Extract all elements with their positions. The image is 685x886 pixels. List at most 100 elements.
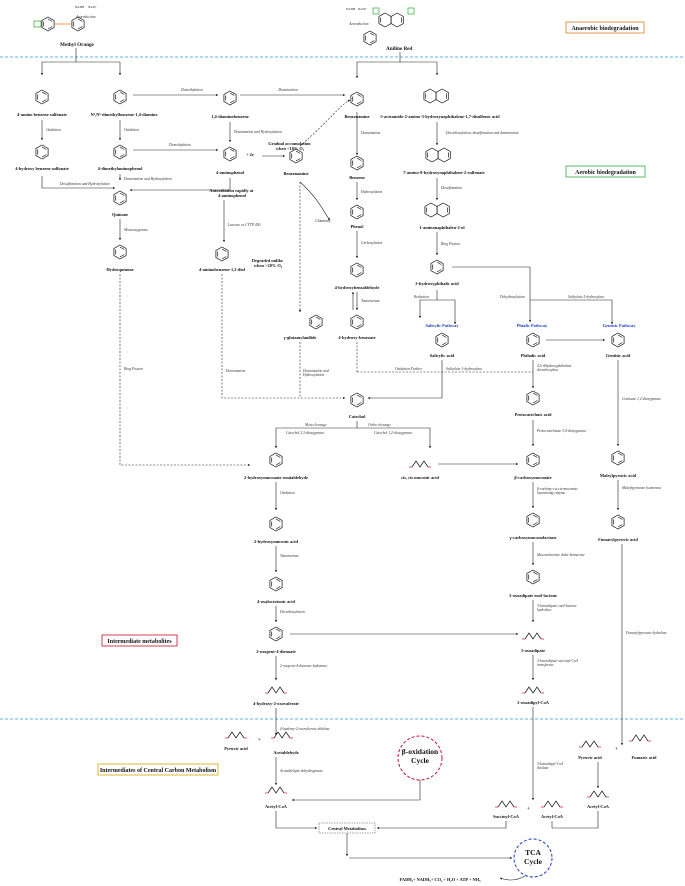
svg-text:Anaerobic biodegradation: Anaerobic biodegradation <box>571 26 639 32</box>
oxoadipate-enol-label: 3-oxoadipate enol-lactone <box>509 593 557 598</box>
hydroquinone-label: Hydroquinone <box>106 267 133 272</box>
oxoadipyl-coa-label: 3-oxoadipyl-CoA <box>517 700 550 705</box>
hydroquinone-structure <box>113 244 127 260</box>
methyl-orange-structure: NADH NAD+ Azoreduction <box>33 5 97 32</box>
fumarylpyruvic-label: Fumarylpyruvic acid <box>598 537 638 542</box>
pyruvic-right-label: Pyruvic acid <box>578 755 602 760</box>
benzene-structure <box>350 155 364 171</box>
hydroxymuconic-label: 2-hydroxymuconic acid <box>254 539 299 544</box>
aminobenzene-diol-structure <box>215 246 229 262</box>
amino-sulfonate-label: 7-amino-8-hydroxynaphthalene-2-sulfonate <box>403 170 484 175</box>
svg-text:NADH: NADH <box>75 5 85 9</box>
hydroxy-sulfonate-structure <box>35 144 49 160</box>
svg-text:Intermediates of Central Carbo: Intermediates of Central Carbon Metaboli… <box>100 768 216 774</box>
svg-text:Aerobic biodegradation: Aerobic biodegradation <box>575 170 636 176</box>
enzyme-tautomerase-2: Tautomerase <box>280 554 299 558</box>
aminonaphthalene-structure <box>424 202 450 218</box>
enzyme-glutamate: Glutamate <box>315 219 331 223</box>
svg-text:NAD+: NAD+ <box>358 7 367 11</box>
hydroxy-oxovalerate-label: 4-hydroxy-2-oxovalerate <box>253 701 299 706</box>
pathway-gentisic: Gentisic Pathway <box>603 323 637 328</box>
quinone-label: Quinone <box>112 212 128 217</box>
enzyme-desulfonation-hydroxylation: Desulfonation and Hydroxylation <box>59 182 110 186</box>
section-intermediate: Intermediate metabolites <box>101 634 178 647</box>
beta-oxidation-cycle: β-oxidation Cycle <box>397 735 443 781</box>
enzyme-dehydroxylation: Dehydroxylation <box>499 295 525 299</box>
svg-text:Central Metabolism: Central Metabolism <box>328 826 366 831</box>
enzyme-succinyl-transferase: 3-ketoadipate succinyl-CoA transferase <box>537 659 579 667</box>
enzyme-reduction: Reduction <box>413 295 429 299</box>
maleylpyruvic-structure <box>611 450 625 466</box>
enzyme-autoxidation: Autoxidation rapidly at 4-aminophenol <box>209 188 254 198</box>
oxalocrotonic-structure <box>269 576 283 592</box>
svg-text:TCA: TCA <box>525 848 541 857</box>
oxalocrotonic-label: 4-oxalocrotonic acid <box>257 599 295 604</box>
phthalic-structure <box>526 332 540 348</box>
naphthalene-acid-structure <box>423 88 449 104</box>
hydroxymuconate-semi-structure <box>269 452 283 468</box>
pyruvic-right-structure <box>578 740 602 748</box>
enzyme-oxidation-3: Oxidation <box>280 491 295 495</box>
enzyme-ring-fission-2: Ring Fission <box>123 367 143 371</box>
enzyme-salicylate-hydroxylase: Salicylate 5-hydroxylase <box>568 295 605 299</box>
fumaric-structure <box>628 734 652 742</box>
benzenamine-mid-structure <box>289 148 303 164</box>
pyruvic-left-label: Pyruvic acid <box>224 746 248 751</box>
enzyme-catechol-12: Catechol 1,2-dioxygenase <box>374 431 413 436</box>
enzyme-deamination-hydroxylation-1: Deamination and Hydroxylation <box>233 130 282 134</box>
enzyme-decarboxylation-chain: Decarboxylation, desulfonation and deami… <box>445 131 519 136</box>
hydroxy-oxovalerate-structure <box>264 686 288 694</box>
enzyme-decarboxylation: Decarboxylation <box>279 610 305 614</box>
glutamanilide-structure <box>309 314 323 330</box>
diaminobenzene-structure <box>223 90 237 106</box>
naphthalene-acid-label: 5-acetamido-2-amino-3-hydroxynaphthalene… <box>380 114 500 119</box>
maleylpyruvic-label: Maleylpyruvic acid <box>600 473 637 478</box>
carboxymuconate-label: β-carboxymuconate <box>514 475 551 480</box>
aniline-red-label: Aniline Red <box>386 46 412 52</box>
phenol-label: Phenol <box>351 224 365 229</box>
hydroxy-sulfonate-label: 4-hydroxy benzene sulfonate <box>15 166 69 171</box>
enzyme-monooxygenase: Monooxygenase <box>123 228 148 232</box>
enzyme-meta-cleavage: Meta cleavage <box>304 423 327 427</box>
hydroxybenzaldehyde-structure <box>350 262 364 278</box>
carboxymuconolactone-structure <box>526 512 540 528</box>
section-central: Intermediates of Central Carbon Metaboli… <box>97 763 219 776</box>
plus-sign-right: + <box>615 746 618 752</box>
enzyme-oxidation-further: Oxidation Further <box>395 367 423 371</box>
enzyme-laccase: Laccase or CYTP 450 <box>227 223 261 227</box>
carboxymuconate-structure <box>526 452 540 468</box>
cis-muconic-structure <box>408 460 432 468</box>
tca-cycle: TCA Cycle <box>513 838 553 878</box>
enzyme-acetaldehyde-dehydrogenase: Acetaldehyde dehydrogenase <box>279 769 323 773</box>
dimethylaminophenol-label: 4-dimethylaminophenol <box>98 166 143 171</box>
enzyme-deamination-3: Deamination <box>225 369 245 373</box>
glutamanilide-label: γ-glutamylanilide <box>283 335 317 340</box>
aminobenzene-sulfonate-label: 4-amino benzene sulfonate <box>17 112 67 117</box>
oxopent-structure <box>269 626 283 642</box>
acetyl-coa-right-label: Acetyl-CoA <box>587 804 610 809</box>
enzyme-deamination-hydroxylation-3: Deamination and Hydroxylation <box>302 369 330 377</box>
oxoadipate-label: 3-oxoadipate <box>521 648 545 653</box>
enzyme-muconolactone: Muconolactone delta-Isomerase <box>536 553 585 557</box>
methyl-orange-label: Methyl Orange <box>60 42 95 48</box>
enzyme-degraded: Degraded unlike when >20% O₂ <box>252 258 284 268</box>
svg-text:NADH: NADH <box>346 7 356 11</box>
tca-products-label: FADH₂+ NADH₂+ CO₂ + H₂O + ATP + NH₃ <box>400 877 482 882</box>
phenol-structure <box>350 204 364 220</box>
acetaldehyde-label: Acetaldehyde <box>273 750 298 755</box>
carboxymuconolactone-label: γ-carboxymuconolactone <box>509 535 557 540</box>
enzyme-fumarylpyruvate: Fumarylpyruvate hydrolase <box>625 631 667 635</box>
succinyl-coa-label: Succinyl-CoA <box>493 814 520 819</box>
hydroxyphthalic-label: 3-hydroxyphthalic acid <box>415 281 459 286</box>
quinone-structure <box>113 190 127 206</box>
oxoadipate-structure <box>521 632 545 640</box>
hydroxybenzoate-label: 4-hydroxy-benzoate <box>338 335 375 340</box>
hydroxybenzaldehyde-label: 4-hydroxybenzaldehyde <box>335 285 380 290</box>
oxopent-label: 2-oxopent-4-dienoate <box>256 649 296 654</box>
enzyme-hydroxy-aldolase: 4-hydroxy-2-oxovalerate aldolase <box>280 727 330 731</box>
plus-sign-mid: + <box>527 806 530 812</box>
hydroxymuconate-semi-label: 2-hydroxymuconate semialdehyde <box>244 475 308 480</box>
fumaric-label: Fumaric acid <box>632 755 658 760</box>
enzyme-dihydroxyphthalate: 4,5-dihydroxyphthalate decarboxylase <box>537 364 572 372</box>
